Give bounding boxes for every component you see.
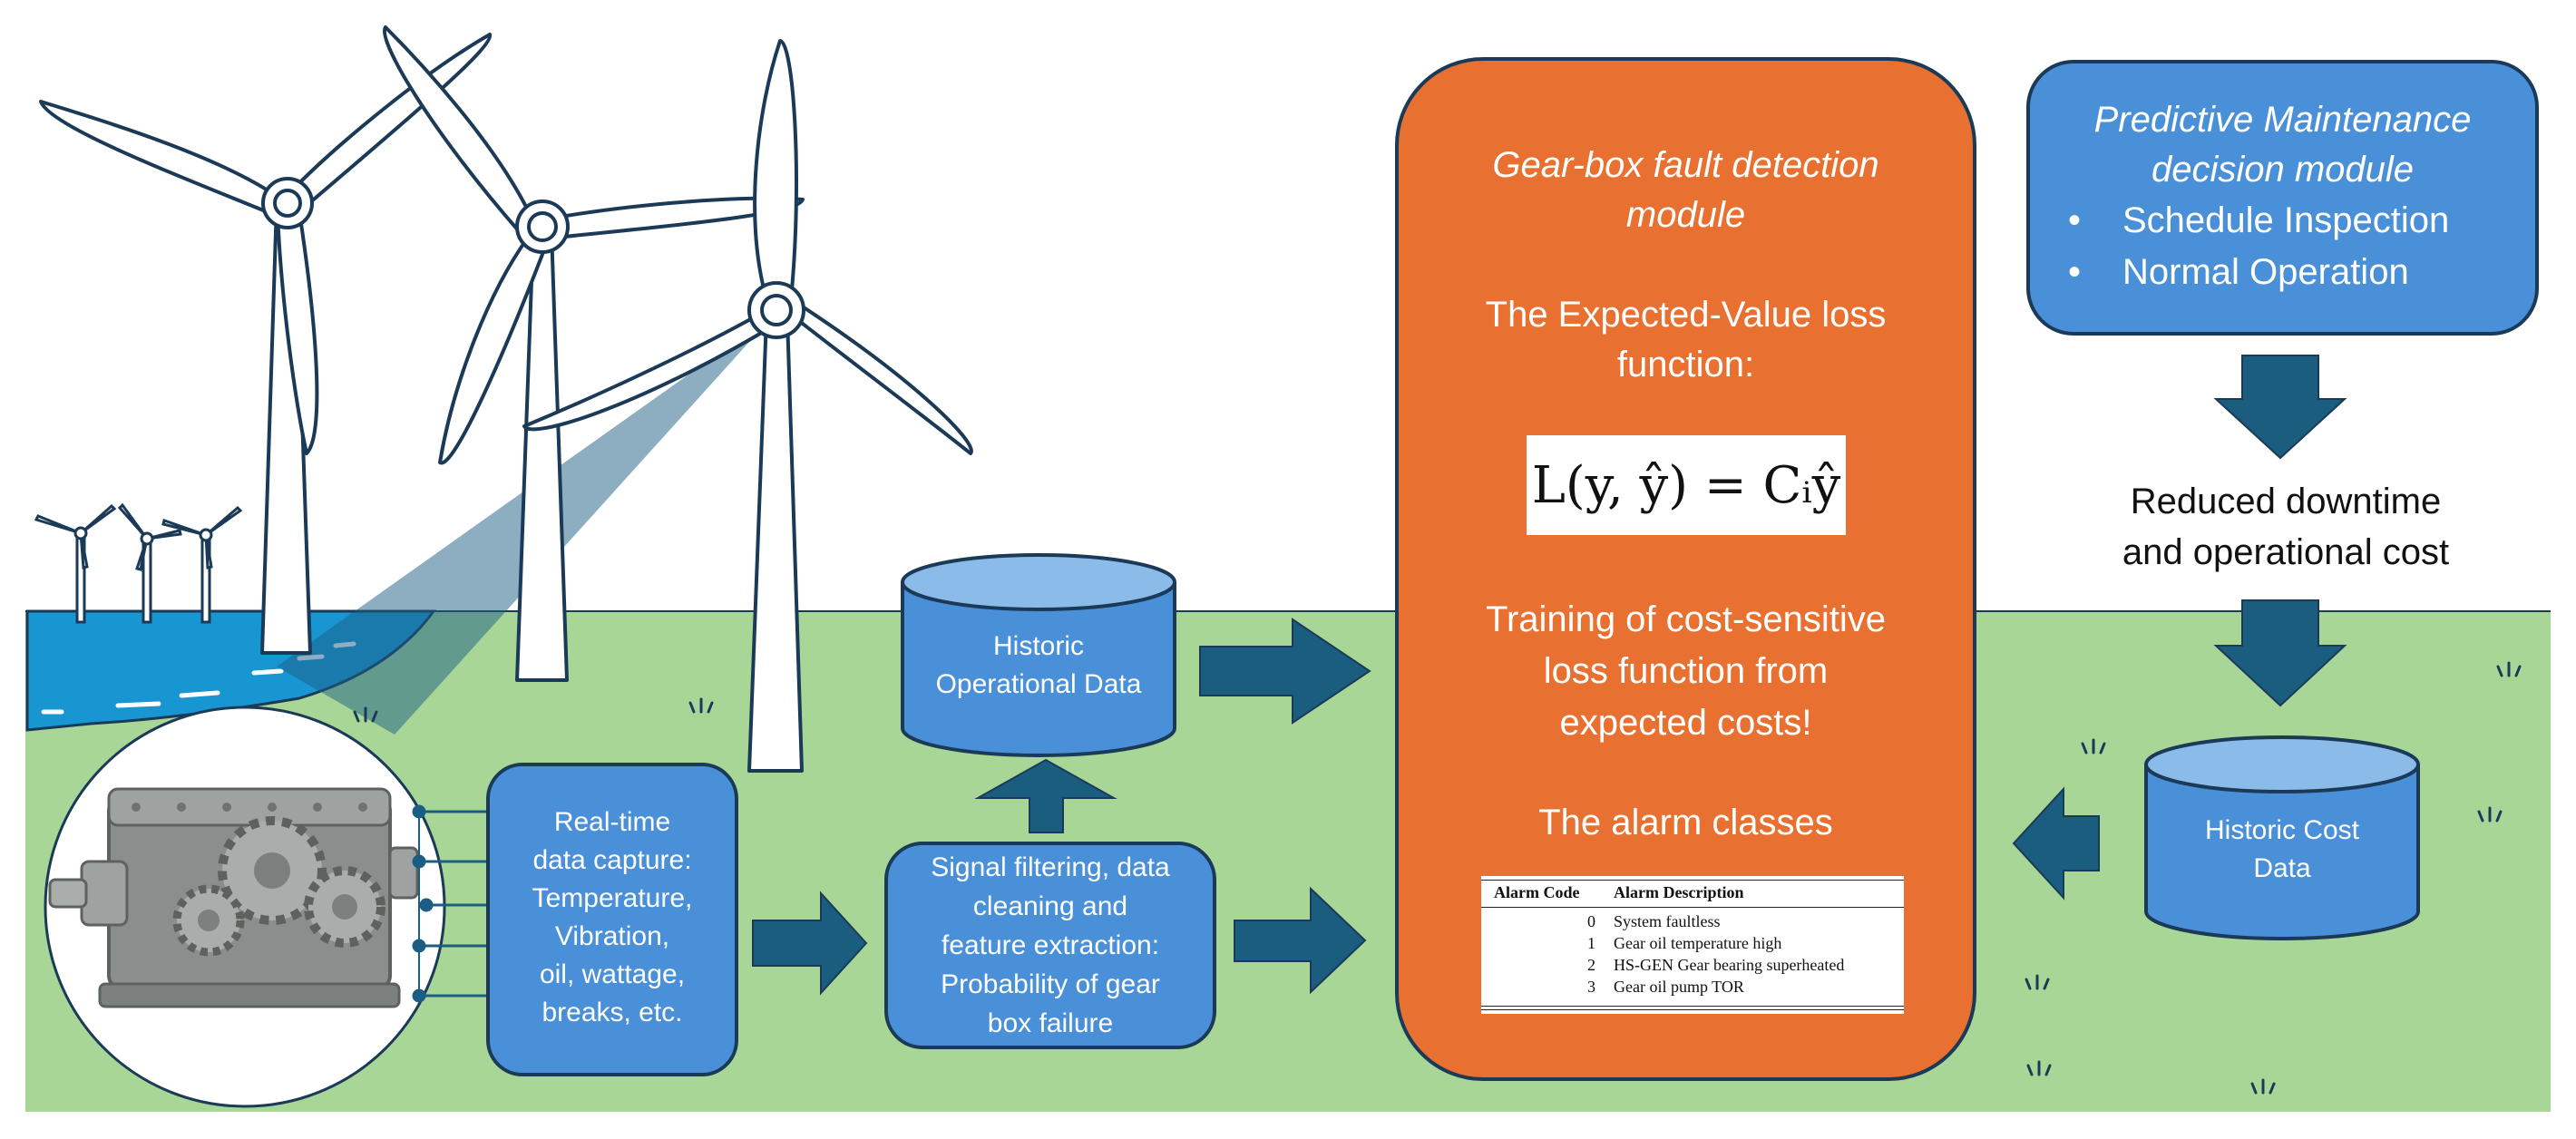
alarm-code: 3	[1587, 978, 1595, 996]
offshore-turbine-icon	[34, 503, 117, 624]
bullet-text: Normal Operation	[2122, 252, 2409, 292]
training-text: Training of cost-sensitive loss function…	[1397, 594, 1975, 749]
realtime-line: breaks, etc.	[542, 998, 683, 1027]
signal-line: feature extraction:	[941, 930, 1160, 960]
arrow-icon	[1234, 886, 1367, 995]
table-row: 0 System faultless	[1481, 912, 1904, 934]
bullet-icon: •	[2068, 252, 2082, 292]
alarm-classes-heading: The alarm classes	[1397, 798, 1975, 848]
offshore-turbine-icon	[161, 505, 243, 624]
predictive-title-line: Predictive Maintenance	[2093, 100, 2472, 140]
predictive-bullets: • Schedule Inspection • Normal Operation	[2050, 195, 2522, 298]
gearbox-icon	[44, 706, 446, 1108]
predictive-title-line: decision module	[2151, 150, 2415, 190]
database-cylinder-icon	[2144, 735, 2420, 940]
bullet-item: • Normal Operation	[2050, 247, 2522, 298]
historic-operational-line: Historic	[992, 631, 1084, 661]
signal-filtering-box	[884, 842, 1216, 1049]
offshore-turbine-icon	[117, 502, 182, 624]
historic-cost-text: Historic Cost Data	[2146, 812, 2418, 888]
alarm-code: 0	[1587, 912, 1595, 930]
outcome-text: Reduced downtime and operational cost	[2059, 476, 2513, 578]
fault-title-line: module	[1625, 195, 1746, 235]
historic-operational-text: Historic Operational Data	[903, 628, 1175, 704]
alarm-heading-text: The alarm classes	[1538, 803, 1833, 842]
loss-equation: L(y, ŷ) = Cᵢŷ	[1527, 435, 1846, 535]
arrow-icon	[2213, 355, 2347, 460]
alarm-description: Gear oil pump TOR	[1614, 978, 1744, 996]
table-header-description: Alarm Description	[1614, 883, 1744, 901]
training-line: loss function from	[1543, 651, 1829, 691]
fault-module-title: Gear-box fault detection module	[1397, 141, 1975, 240]
arrow-icon	[1199, 618, 1371, 725]
signal-line: box failure	[987, 1008, 1114, 1038]
arrow-icon	[2213, 599, 2347, 707]
realtime-line: Real-time	[553, 807, 671, 837]
wind-turbine-icon	[39, 33, 493, 655]
historic-cost-line: Data	[2253, 853, 2311, 883]
arrow-icon	[752, 891, 868, 996]
grass-tuft-icon	[353, 661, 2522, 1095]
predictive-module-title: Predictive Maintenance decision module	[2028, 95, 2537, 195]
table-row: 2 HS-GEN Gear bearing superheated	[1481, 956, 1904, 978]
realtime-line: data capture:	[532, 845, 692, 875]
table-row: 1 Gear oil temperature high	[1481, 934, 1904, 956]
predictive-maintenance-module	[2026, 60, 2539, 336]
arrow-icon	[974, 758, 1117, 833]
wind-turbine-icon	[522, 39, 973, 773]
sensor-connectors	[412, 804, 490, 1003]
alarm-code: 1	[1587, 934, 1595, 952]
training-line: Training of cost-sensitive	[1486, 599, 1886, 639]
outcome-line: and operational cost	[2122, 532, 2450, 572]
table-header-code: Alarm Code	[1494, 883, 1580, 901]
loss-line: function:	[1616, 345, 1755, 385]
outcome-line: Reduced downtime	[2130, 482, 2442, 521]
alarm-table: Alarm Code Alarm Description 0 System fa…	[1481, 876, 1904, 1014]
signal-line: cleaning and	[972, 891, 1128, 921]
database-cylinder-icon	[901, 553, 1176, 757]
bullet-item: • Schedule Inspection	[2050, 195, 2522, 247]
realtime-capture-box	[486, 763, 738, 1076]
realtime-line: oil, wattage,	[539, 959, 686, 989]
fault-title-line: Gear-box fault detection	[1492, 145, 1879, 185]
signal-filtering-text: Signal filtering, data cleaning and feat…	[886, 848, 1215, 1043]
table-rule	[1481, 1006, 1904, 1007]
signal-line: Signal filtering, data	[931, 852, 1170, 882]
table-rule	[1481, 907, 1904, 908]
alarm-code: 2	[1587, 956, 1595, 974]
realtime-line: Temperature,	[532, 883, 693, 913]
signal-line: Probability of gear	[941, 969, 1160, 999]
training-line: expected costs!	[1559, 703, 1812, 743]
fault-detection-module	[1395, 57, 1976, 1081]
table-row: 3 Gear oil pump TOR	[1481, 978, 1904, 999]
alarm-description: Gear oil temperature high	[1614, 934, 1782, 952]
historic-cost-line: Historic Cost	[2204, 815, 2360, 845]
loss-equation-text: L(y, ŷ) = Cᵢŷ	[1531, 455, 1841, 515]
bullet-text: Schedule Inspection	[2122, 200, 2450, 240]
loss-line: The Expected-Value loss	[1485, 295, 1887, 335]
realtime-line: Vibration,	[554, 921, 670, 951]
loss-function-label: The Expected-Value loss function:	[1397, 290, 1975, 390]
table-rule	[1481, 1009, 1904, 1010]
realtime-capture-text: Real-time data capture: Temperature, Vib…	[488, 803, 737, 1032]
table-rule	[1481, 880, 1904, 881]
historic-operational-line: Operational Data	[935, 669, 1142, 699]
bullet-icon: •	[2068, 200, 2082, 240]
arrow-icon	[2012, 786, 2100, 900]
alarm-description: System faultless	[1614, 912, 1721, 930]
alarm-description: HS-GEN Gear bearing superheated	[1614, 956, 1845, 974]
wind-turbine-icon	[383, 25, 805, 682]
